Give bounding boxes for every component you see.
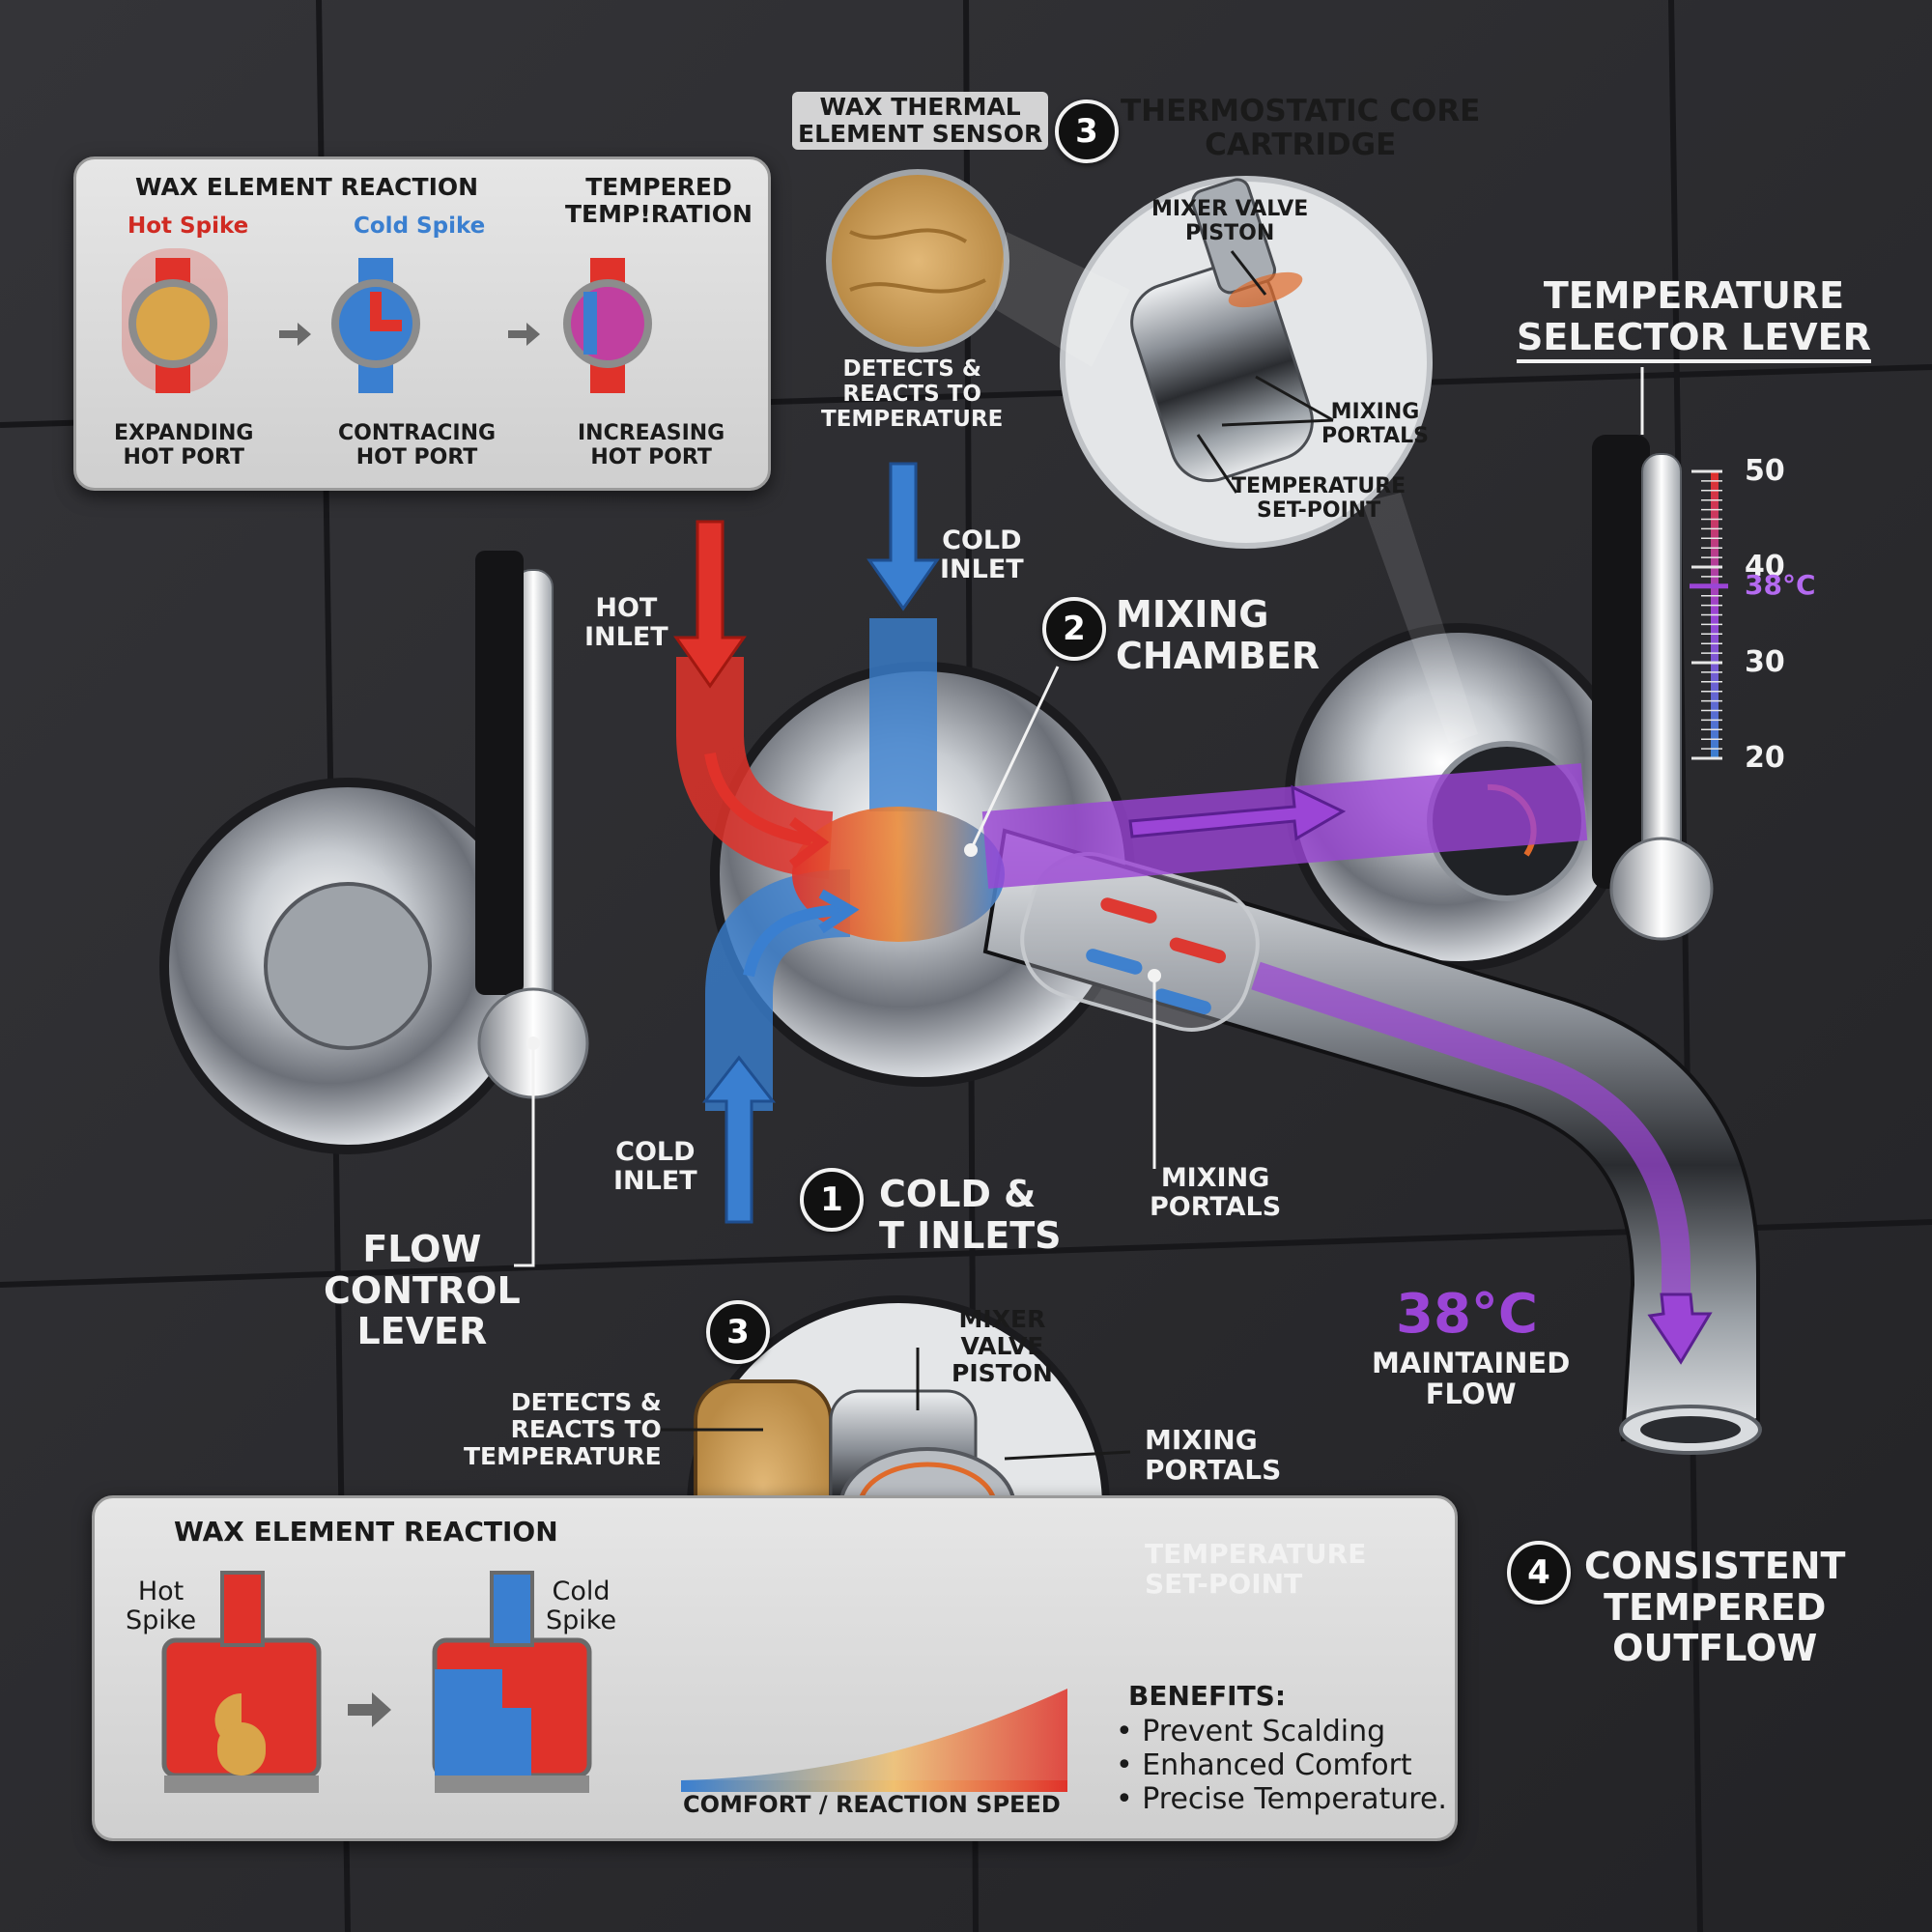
cold-t-inlets-label: COLD & T INLETS [879, 1173, 1062, 1257]
mixer-valve-piston-label-top: MIXER VALVE PISTON [1151, 197, 1309, 245]
hot-spike-label: Hot Spike [128, 213, 249, 239]
caption-expanding: EXPANDING HOT PORT [114, 421, 254, 469]
comfort-speed-bar [681, 1780, 1067, 1792]
detects-reacts-label-bottom: DETECTS & REACTS TO TEMPERATURE [464, 1388, 662, 1470]
cold-flow-arrow-top [867, 462, 940, 611]
benefit-item: • Enhanced Comfort [1116, 1748, 1412, 1782]
arrow-3 [348, 1692, 391, 1727]
mix-hot-arrow [704, 752, 830, 868]
selector-lever-label: TEMPERATURE SELECTOR LEVER [1517, 275, 1871, 364]
detects-reacts-label-top: DETECTS & REACTS TO TEMPERATURE [821, 356, 1004, 432]
expanding-hot-port-icon [122, 248, 228, 393]
mixing-chamber-label: MIXING CHAMBER [1116, 593, 1321, 677]
leader-dots [526, 843, 1161, 1050]
cartridge-title: THERMOSTATIC CORE CARTRIDGE [1121, 94, 1481, 162]
scale-tick-label: 20 [1745, 741, 1785, 775]
bottom-hot-spike-label: Hot Spike [126, 1577, 197, 1636]
temperature-selector-lever-handle [1641, 453, 1682, 870]
wax-reaction-panel-top [73, 156, 771, 491]
contracting-hot-port-icon [331, 258, 420, 393]
mixing-portals-label-top: MIXING PORTALS [1321, 400, 1429, 448]
arrow-1 [279, 323, 311, 346]
scale-tick-label: 38°C [1745, 568, 1816, 601]
increasing-hot-port-icon [563, 258, 652, 393]
wax-sensor-label: WAX THERMAL ELEMENT SENSOR [792, 92, 1049, 150]
comfort-speed-label: COMFORT / REACTION SPEED [683, 1791, 1061, 1818]
wax-sensor-magnified [826, 169, 1009, 353]
mixing-portals-label-mid: MIXING PORTALS [1150, 1163, 1282, 1223]
benefit-item: • Prevent Scalding [1116, 1715, 1386, 1748]
top-panel-title: WAX ELEMENT REACTION [135, 173, 479, 201]
hot-spike-icon [161, 1571, 322, 1793]
cold-spike-label: Cold Spike [354, 213, 486, 239]
caption-increasing: INCREASING HOT PORT [578, 421, 725, 469]
bottom-panel-title: WAX ELEMENT REACTION [174, 1516, 558, 1548]
caption-contracting: CONTRACING HOT PORT [338, 421, 497, 469]
consistent-outflow-label: CONSISTENT TEMPERED OUTFLOW [1584, 1545, 1846, 1670]
cartridge-illustration [1130, 178, 1314, 483]
leader-lines [514, 367, 1644, 1267]
set-point-label-bottom: TEMPERATURE SET-POINT [1145, 1538, 1367, 1601]
step-badge-1: 1 [800, 1168, 864, 1232]
flow-control-lever-label: FLOW CONTROL LEVER [324, 1228, 521, 1353]
benefits-title: BENEFITS: [1128, 1680, 1287, 1712]
scale-tick-label: 30 [1745, 645, 1785, 679]
tempered-outflow-channel [981, 763, 1588, 889]
step-badge-3-top: 3 [1055, 99, 1119, 163]
scale-tick-label: 40 [1745, 550, 1785, 583]
mixing-portal-window [1020, 852, 1260, 1032]
mix-cold-arrow [743, 889, 860, 978]
wax-reaction-top-diagrams [122, 248, 652, 393]
cold-flow-arrow-bottom [701, 1055, 777, 1224]
step-badge-3-bottom: 3 [706, 1300, 770, 1364]
hot-flow-arrow [673, 520, 747, 689]
maintained-flow-label: MAINTAINED FLOW [1372, 1347, 1571, 1411]
cold-inlet-label-top: COLD INLET [940, 526, 1024, 585]
maintained-temp-value: 38°C [1396, 1283, 1539, 1346]
comfort-speed-curve [681, 1689, 1067, 1780]
step-badge-4: 4 [1507, 1541, 1571, 1605]
mixing-portals-label-bottom: MIXING PORTALS [1145, 1424, 1282, 1487]
mixer-valve-piston-label-bottom: MIXER VALVE PISTON [952, 1305, 1053, 1387]
step-badge-2: 2 [1042, 597, 1106, 661]
tempered-flow-arrow [1128, 784, 1347, 841]
scale-tick-label: 50 [1745, 454, 1785, 488]
cold-spike-icon [432, 1571, 592, 1793]
set-point-label-top: TEMPERATURE SET-POINT [1232, 474, 1406, 523]
tempered-spout-flow [1251, 961, 1690, 1314]
wax-reaction-bottom-diagrams [161, 1571, 1067, 1793]
spout [982, 828, 1760, 1442]
tempered-title: TEMPERED TEMP!RATION [565, 173, 753, 228]
bottom-cold-spike-label: Cold Spike [546, 1577, 617, 1636]
outflow-arrow [1647, 1293, 1713, 1365]
temperature-scale [1690, 469, 1728, 760]
arrow-2 [508, 323, 540, 346]
cold-inlet-label-bottom: COLD INLET [613, 1137, 697, 1197]
benefit-item: • Precise Temperature. [1116, 1782, 1447, 1816]
hot-inlet-label: HOT INLET [584, 593, 668, 653]
